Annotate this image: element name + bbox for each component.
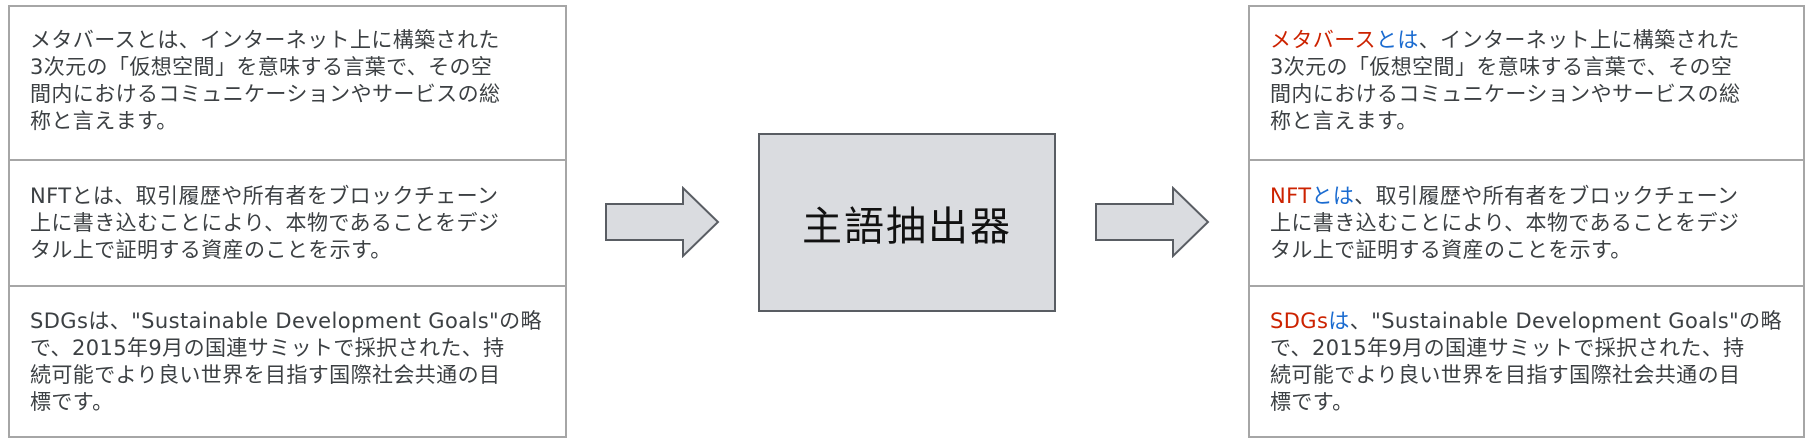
right-arrow-icon <box>1095 186 1210 258</box>
input-row-nft: NFTとは、取引履歴や所有者をブロックチェーン 上に書き込むことにより、本物であ… <box>10 161 565 287</box>
extracted-subject: SDGs <box>1270 309 1329 333</box>
text-rest: 、取引履歴や所有者をブロックチェーン <box>1354 184 1739 208</box>
text-line: 上に書き込むことにより、本物であることをデジ <box>1270 211 1740 235</box>
input-text: メタバースとは、インターネット上に構築された 3次元の「仮想空間」を意味する言葉… <box>30 27 557 135</box>
text-line: 標です。 <box>30 390 114 414</box>
text-line: 間内におけるコミュニケーションやサービスの総 <box>30 82 501 106</box>
text-line: SDGsは、"Sustainable Development Goals"の略 <box>1270 308 1795 335</box>
output-text: メタバースとは、インターネット上に構築された 3次元の「仮想空間」を意味する言葉… <box>1270 27 1795 135</box>
text-line: 続可能でより良い世界を目指す国際社会共通の目 <box>30 363 501 387</box>
subject-extractor-box: 主語抽出器 <box>758 133 1056 312</box>
input-row-sdgs: SDGsは、"Sustainable Development Goals"の略 … <box>10 287 565 438</box>
subject-extractor-label: 主語抽出器 <box>802 203 1012 250</box>
text-line: メタバースとは、インターネット上に構築された <box>30 28 500 52</box>
text-line: メタバースとは、インターネット上に構築された <box>1270 27 1795 54</box>
text-line: タル上で証明する資産のことを示す。 <box>1270 238 1632 262</box>
text-line: 3次元の「仮想空間」を意味する言葉で、その空 <box>1270 55 1733 79</box>
input-sentences-panel: メタバースとは、インターネット上に構築された 3次元の「仮想空間」を意味する言葉… <box>8 5 567 438</box>
text-line: NFTとは、取引履歴や所有者をブロックチェーン <box>1270 183 1795 210</box>
output-row-sdgs: SDGsは、"Sustainable Development Goals"の略 … <box>1250 287 1803 438</box>
text-line: 称と言えます。 <box>1270 109 1418 133</box>
text-rest: 、"Sustainable Development Goals"の略 <box>1349 309 1782 333</box>
text-line: で、2015年9月の国連サミットで採択された、持 <box>30 336 505 360</box>
output-sentences-panel: メタバースとは、インターネット上に構築された 3次元の「仮想空間」を意味する言葉… <box>1248 5 1805 438</box>
text-line: 3次元の「仮想空間」を意味する言葉で、その空 <box>30 55 493 79</box>
input-text: NFTとは、取引履歴や所有者をブロックチェーン 上に書き込むことにより、本物であ… <box>30 183 557 264</box>
text-line: SDGsは、"Sustainable Development Goals"の略 <box>30 309 542 333</box>
text-line: 標です。 <box>1270 390 1354 414</box>
right-arrow-icon <box>605 186 720 258</box>
text-line: 称と言えます。 <box>30 109 178 133</box>
output-row-metaverse: メタバースとは、インターネット上に構築された 3次元の「仮想空間」を意味する言葉… <box>1250 7 1803 161</box>
text-line: 続可能でより良い世界を目指す国際社会共通の目 <box>1270 363 1741 387</box>
output-row-nft: NFTとは、取引履歴や所有者をブロックチェーン 上に書き込むことにより、本物であ… <box>1250 161 1803 287</box>
topic-particle: とは <box>1311 184 1355 208</box>
output-text: SDGsは、"Sustainable Development Goals"の略 … <box>1270 308 1795 416</box>
topic-particle: とは <box>1375 28 1419 52</box>
output-text: NFTとは、取引履歴や所有者をブロックチェーン 上に書き込むことにより、本物であ… <box>1270 183 1795 264</box>
input-row-metaverse: メタバースとは、インターネット上に構築された 3次元の「仮想空間」を意味する言葉… <box>10 7 565 161</box>
text-line: タル上で証明する資産のことを示す。 <box>30 238 392 262</box>
text-line: 上に書き込むことにより、本物であることをデジ <box>30 211 500 235</box>
extracted-subject: NFT <box>1270 184 1312 208</box>
text-line: 間内におけるコミュニケーションやサービスの総 <box>1270 82 1741 106</box>
text-line: NFTとは、取引履歴や所有者をブロックチェーン <box>30 184 499 208</box>
text-line: で、2015年9月の国連サミットで採択された、持 <box>1270 336 1745 360</box>
input-text: SDGsは、"Sustainable Development Goals"の略 … <box>30 308 557 416</box>
text-rest: 、インターネット上に構築された <box>1418 28 1740 52</box>
extracted-subject: メタバース <box>1270 28 1376 52</box>
topic-particle: は <box>1328 309 1350 333</box>
